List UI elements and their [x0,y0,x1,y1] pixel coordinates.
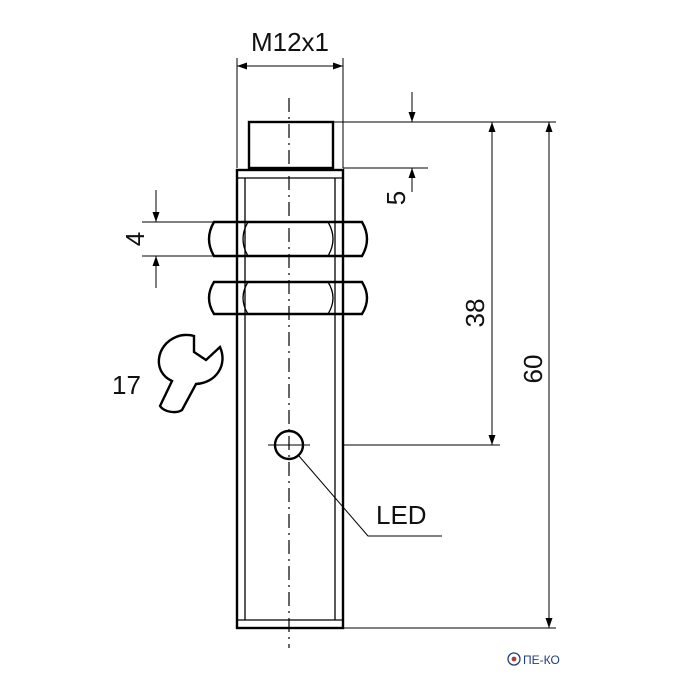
led-distance-dimension [343,122,500,446]
threaded-body [235,168,345,630]
led-distance-label: 38 [460,299,490,328]
led-leader [298,455,442,537]
hex-nut-lower [207,280,369,316]
thread-label: M12x1 [251,27,329,57]
watermark-text: ПЕ-КО [523,653,560,667]
nut-thickness-dimension [142,190,214,288]
led-label: LED [376,500,427,530]
nut-thickness-label: 4 [120,232,150,246]
sensor-cap [247,120,335,170]
wrench-icon [157,333,224,414]
thread-dimension [236,58,344,168]
total-length-dimension [343,122,556,629]
total-length-label: 60 [518,355,548,384]
hex-nut-upper [207,220,369,258]
watermark-logo: ПЕ-КО [507,652,560,667]
cap-height-dimension [333,92,556,192]
wrench-size-label: 17 [112,370,141,400]
cap-height-label: 5 [381,191,411,205]
